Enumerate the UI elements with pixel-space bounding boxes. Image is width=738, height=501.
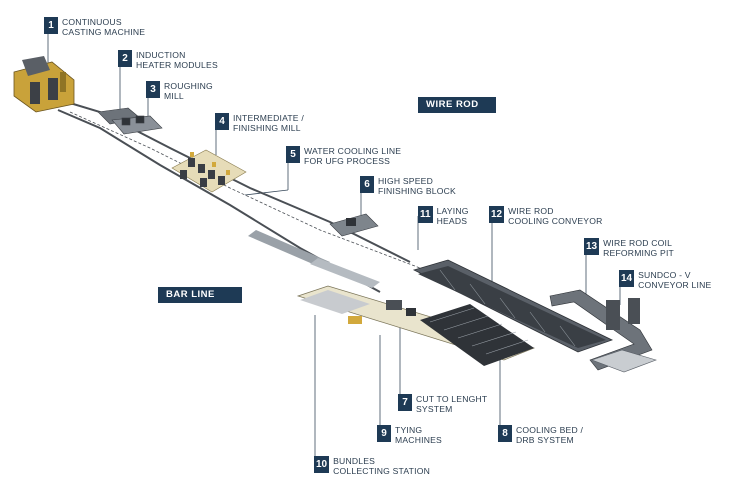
callout-7: 7 CUT TO LENGHT SYSTEM bbox=[398, 394, 487, 414]
callout-label: SUNDCO - V CONVEYOR LINE bbox=[638, 270, 712, 290]
callout-label: COOLING BED / DRB SYSTEM bbox=[516, 425, 584, 445]
callout-label: CUT TO LENGHT SYSTEM bbox=[416, 394, 488, 414]
callout-label: LAYING HEADS bbox=[436, 206, 469, 226]
callout-1: 1 CONTINUOUS CASTING MACHINE bbox=[44, 17, 145, 37]
callout-label: INTERMEDIATE / FINISHING MILL bbox=[233, 113, 304, 133]
callout-3: 3 ROUGHING MILL bbox=[146, 81, 213, 101]
callout-number: 13 bbox=[584, 238, 600, 255]
coil-reforming-and-conveyor-graphic bbox=[549, 289, 657, 373]
callout-5: 5 WATER COOLING LINE FOR UFG PROCESS bbox=[286, 146, 401, 166]
callout-label: BUNDLES COLLECTING STATION bbox=[333, 456, 430, 476]
wire-rod-line-banner: WIRE ROD LINE bbox=[418, 97, 496, 126]
callout-number: 10 bbox=[314, 456, 330, 473]
callout-10: 10 BUNDLES COLLECTING STATION bbox=[314, 456, 430, 476]
water-cooling-and-block-graphic bbox=[248, 213, 380, 288]
callout-label: CONTINUOUS CASTING MACHINE bbox=[62, 17, 146, 37]
callout-label: WIRE ROD COOLING CONVEYOR bbox=[508, 206, 603, 226]
callout-13: 13 WIRE ROD COIL REFORMING PIT bbox=[584, 238, 674, 258]
callout-2: 2 INDUCTION HEATER MODULES bbox=[118, 50, 218, 70]
callout-label: INDUCTION HEATER MODULES bbox=[136, 50, 218, 70]
callout-label: WATER COOLING LINE FOR UFG PROCESS bbox=[304, 146, 402, 166]
callout-8: 8 COOLING BED / DRB SYSTEM bbox=[498, 425, 583, 445]
callout-14: 14 SUNDCO - V CONVEYOR LINE bbox=[619, 270, 711, 290]
bar-line-banner: BAR LINE bbox=[158, 287, 242, 303]
callout-number: 9 bbox=[377, 425, 391, 442]
callout-number: 1 bbox=[44, 17, 58, 34]
leader-lines bbox=[47, 28, 621, 458]
callout-label: TYING MACHINES bbox=[395, 425, 442, 445]
callout-12: 12 WIRE ROD COOLING CONVEYOR bbox=[489, 206, 603, 226]
continuous-casting-machine-graphic bbox=[13, 56, 75, 113]
callout-number: 7 bbox=[398, 394, 412, 411]
callout-label: HIGH SPEED FINISHING BLOCK bbox=[378, 176, 456, 196]
callout-number: 5 bbox=[286, 146, 300, 163]
callout-6: 6 HIGH SPEED FINISHING BLOCK bbox=[360, 176, 456, 196]
heater-and-roughing-graphic bbox=[97, 107, 163, 135]
bar-line-graphic bbox=[296, 285, 536, 366]
callout-number: 8 bbox=[498, 425, 512, 442]
callout-9: 9 TYING MACHINES bbox=[377, 425, 442, 445]
callout-label: WIRE ROD COIL REFORMING PIT bbox=[603, 238, 674, 258]
callout-11: 11 LAYING HEADS bbox=[418, 206, 469, 226]
wire-rod-cooling-conveyor-graphic bbox=[412, 259, 614, 353]
callout-4: 4 INTERMEDIATE / FINISHING MILL bbox=[215, 113, 304, 133]
callout-number: 11 bbox=[418, 206, 433, 223]
finishing-mill-graphic bbox=[171, 149, 247, 193]
callout-number: 3 bbox=[146, 81, 160, 98]
callout-number: 2 bbox=[118, 50, 132, 67]
callout-number: 6 bbox=[360, 176, 374, 193]
callout-label: ROUGHING MILL bbox=[164, 81, 213, 101]
callout-number: 14 bbox=[619, 270, 635, 287]
callout-number: 4 bbox=[215, 113, 229, 130]
callout-number: 12 bbox=[489, 206, 505, 223]
